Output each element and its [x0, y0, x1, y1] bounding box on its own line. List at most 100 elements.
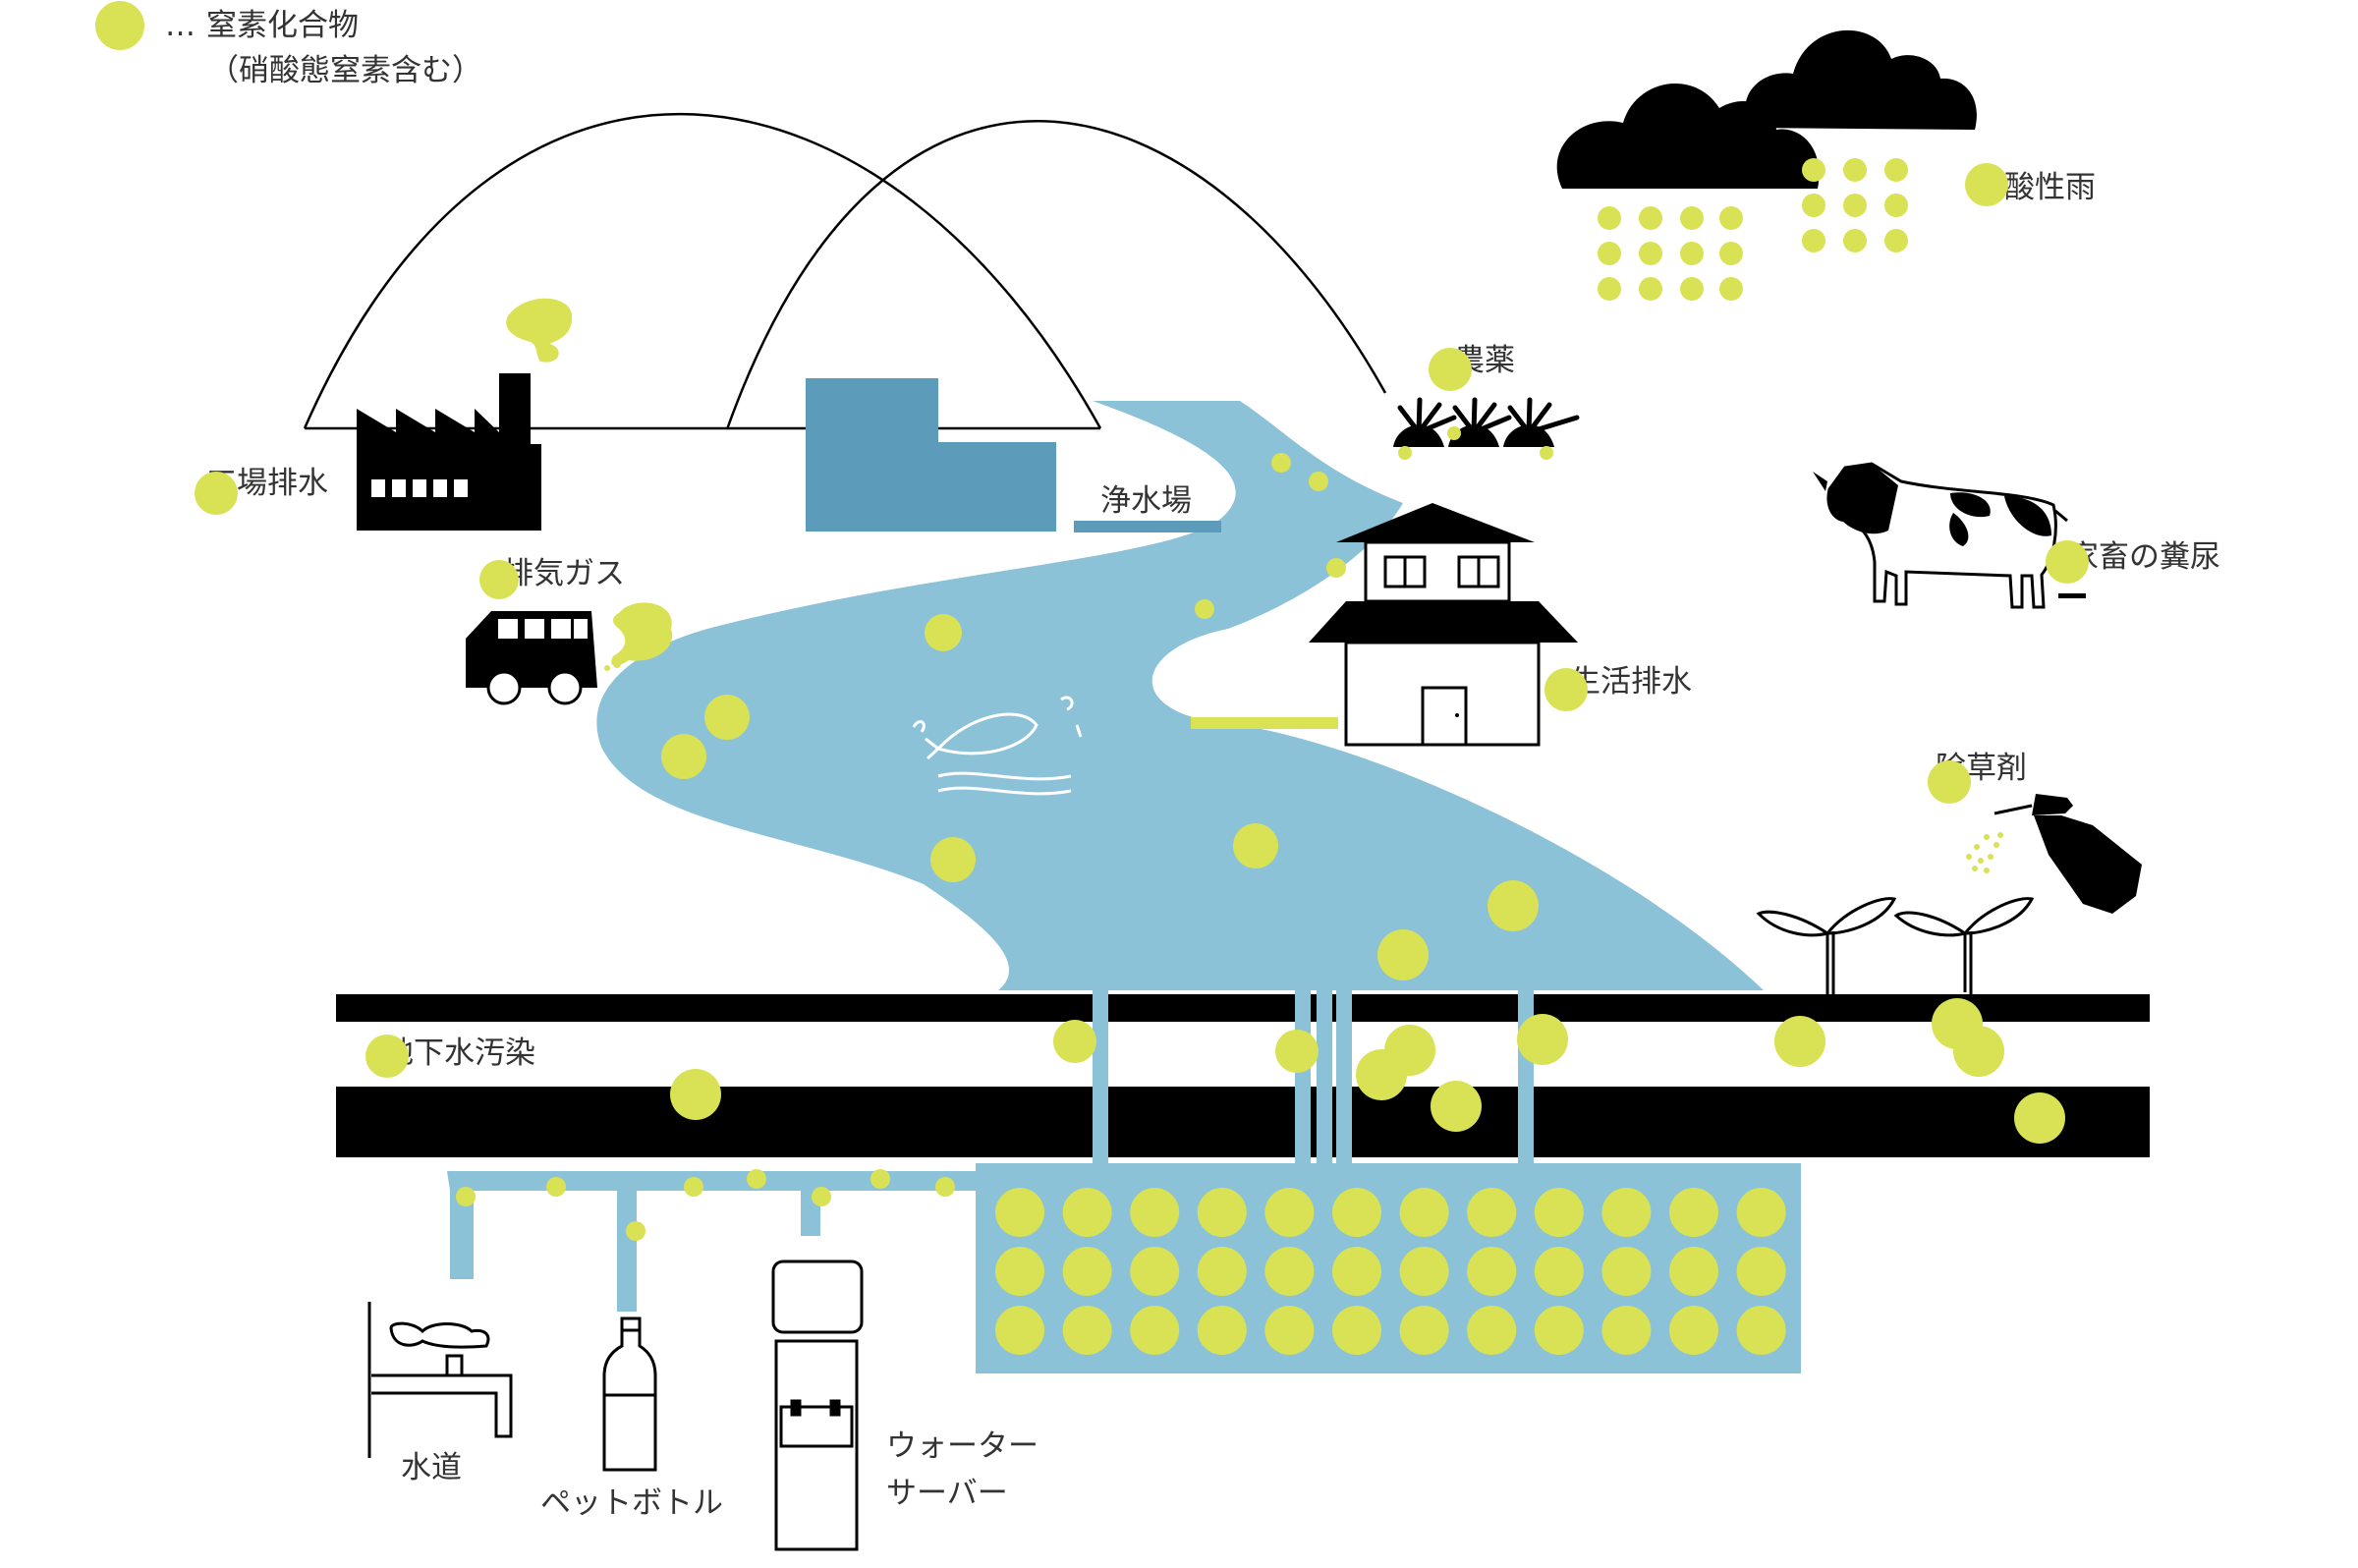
nitrogen-dot	[1639, 206, 1662, 230]
nitrogen-dot	[1843, 229, 1867, 252]
nitrogen-dot	[1601, 1306, 1652, 1355]
nitrogen-dot	[1598, 277, 1621, 301]
nitrogen-dot	[1953, 1026, 2004, 1077]
nitrogen-dot	[1534, 1306, 1584, 1355]
water-server-label-1: ウォーター	[886, 1428, 1039, 1464]
house-icon	[1309, 503, 1578, 747]
nitrogen-dot	[1843, 158, 1867, 182]
cow-icon	[1813, 462, 2068, 609]
nitrogen-dot	[456, 1187, 476, 1206]
nitrogen-dot	[1719, 242, 1743, 265]
factory-smoke	[506, 298, 573, 363]
nitrogen-dot	[1928, 760, 1971, 804]
nitrogen-dot	[1534, 1188, 1584, 1237]
nitrogen-dot	[1130, 1188, 1180, 1237]
water-plant-label: 浄水場	[1100, 483, 1192, 519]
nitrogen-dot	[1062, 1188, 1112, 1237]
nitrogen-dot	[1669, 1247, 1718, 1296]
nitrogen-dot	[1398, 446, 1412, 460]
nitrogen-dot	[870, 1169, 890, 1189]
supply-pipe	[447, 1171, 978, 1312]
water-plant-base	[1074, 521, 1221, 532]
legend-marker	[95, 1, 144, 50]
nitrogen-dot	[1332, 1188, 1381, 1237]
nitrogen-dot	[1332, 1247, 1381, 1296]
nitrogen-dot	[995, 1188, 1044, 1237]
spray-mist	[1966, 832, 2003, 873]
nitrogen-dot	[1736, 1306, 1786, 1355]
nitrogen-dot	[1377, 929, 1429, 980]
livestock-marker	[2058, 593, 2086, 598]
nitrogen-dot	[1431, 1081, 1482, 1132]
nitrogen-dot	[195, 472, 238, 515]
nitrogen-dot	[1802, 158, 1825, 182]
nitrogen-dot	[1197, 1188, 1247, 1237]
nitrogen-dot	[1669, 1306, 1718, 1355]
nitrogen-dot	[1680, 242, 1704, 265]
nitrogen-dot	[1467, 1247, 1517, 1296]
nitrogen-dot	[1062, 1247, 1112, 1296]
fish-icon	[912, 696, 1083, 796]
exhaust-gas-label: 排気ガス	[503, 556, 625, 591]
exhaust-puff-1	[613, 660, 621, 668]
nitrogen-dot	[1736, 1188, 1786, 1237]
nitrogen-dot	[1399, 1306, 1449, 1355]
nitrogen-dot	[1264, 1306, 1315, 1355]
nitrogen-dot	[925, 614, 962, 651]
tap-water-label: 水道	[401, 1450, 462, 1485]
crop-leaves	[1397, 397, 1580, 435]
nitrogen-dot	[1429, 348, 1472, 391]
nitrogen-dot	[747, 1169, 766, 1189]
legend-ellipsis: …	[165, 8, 196, 43]
water-plant-building	[806, 378, 1056, 532]
nitrogen-dot	[1639, 242, 1662, 265]
nitrogen-dot	[1802, 229, 1825, 252]
nitrogen-dot	[626, 1221, 646, 1241]
nitrogen-dot	[1884, 158, 1908, 182]
household-drainage-label: 生活排水	[1570, 664, 1692, 700]
nitrogen-dot	[1517, 1014, 1568, 1065]
pet-bottle-label: ペットボトル	[540, 1485, 723, 1521]
nitrogen-dot	[935, 1177, 955, 1197]
water-server-label-2: サーバー	[886, 1476, 1008, 1511]
car-icon	[466, 611, 597, 705]
nitrogen-dot	[365, 1035, 409, 1078]
nitrogen-dot	[2046, 540, 2089, 584]
nitrogen-dot	[1598, 242, 1621, 265]
seepage-channels	[1093, 990, 1534, 1167]
nitrogen-dot	[995, 1247, 1044, 1296]
household-drain-pipe	[1191, 717, 1338, 729]
nitrogen-dot	[1275, 1030, 1319, 1073]
groundwater-reservoir	[976, 1163, 1801, 1373]
nitrogen-dot	[1540, 446, 1553, 460]
exhaust-smoke	[611, 602, 673, 666]
nitrogen-dot	[1197, 1306, 1247, 1355]
exhaust-puff-2	[604, 665, 610, 671]
nitrogen-dot	[1130, 1247, 1180, 1296]
bottle-icon	[602, 1316, 657, 1472]
nitrogen-dot	[1233, 823, 1278, 868]
ground-layer-bottom	[336, 1087, 2150, 1157]
nitrogen-dot	[1598, 206, 1621, 230]
acid-rain-label: 酸性雨	[2004, 170, 2096, 205]
nitrogen-dot	[1534, 1247, 1584, 1296]
nitrogen-dot	[1195, 599, 1214, 619]
nitrogen-dot	[479, 560, 519, 599]
nitrogen-dot	[1884, 194, 1908, 217]
nitrogen-dot	[661, 734, 706, 779]
cloud-icon	[1556, 29, 1977, 189]
nitrogen-dot	[1719, 277, 1743, 301]
nitrogen-dot	[1639, 277, 1662, 301]
spray-bottle-icon	[1993, 794, 2142, 914]
legend-title: 窒素化合物	[206, 8, 359, 43]
nitrogen-dot	[1843, 194, 1867, 217]
nitrogen-dot	[1467, 1188, 1517, 1237]
nitrogen-dot	[1719, 206, 1743, 230]
nitrogen-dot	[1264, 1247, 1315, 1296]
nitrogen-dot	[812, 1187, 831, 1206]
river	[596, 401, 1765, 990]
groundwater-pollution-label: 地下水汚染	[383, 1036, 535, 1071]
nitrogen-dot	[1488, 880, 1539, 931]
nitrogen-dot	[1680, 206, 1704, 230]
nitrogen-dot	[1062, 1306, 1112, 1355]
